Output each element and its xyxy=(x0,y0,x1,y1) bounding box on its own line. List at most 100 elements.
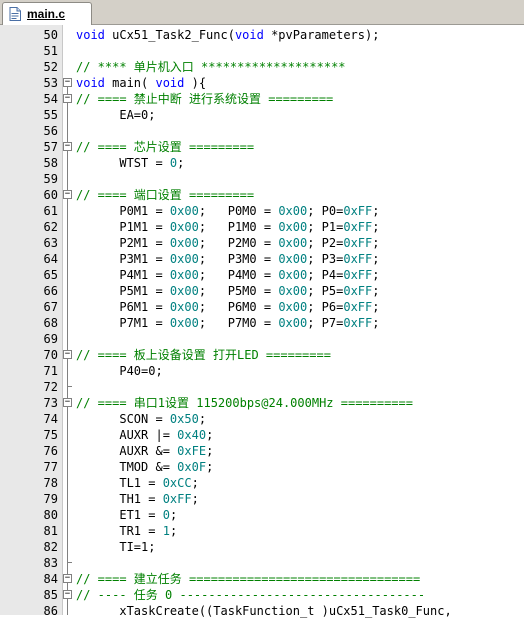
code-line[interactable]: 56 xyxy=(0,123,524,139)
code-line[interactable]: 55 EA=0; xyxy=(0,107,524,123)
code-line[interactable]: 51 xyxy=(0,43,524,59)
code-line[interactable]: 78 TL1 = 0xCC; xyxy=(0,475,524,491)
code-token: ; P7= xyxy=(307,316,344,330)
keyword-token: void xyxy=(155,76,185,90)
code-line[interactable]: 79 TH1 = 0xFF; xyxy=(0,491,524,507)
code-text: // ==== 端口设置 ========= xyxy=(76,187,254,203)
code-line[interactable]: 68 P7M1 = 0x00; P7M0 = 0x00; P7=0xFF; xyxy=(0,315,524,331)
number-token: 1 xyxy=(162,524,170,538)
code-line[interactable]: 80 ET1 = 0; xyxy=(0,507,524,523)
code-text: TI=1; xyxy=(76,539,155,555)
fold-guide xyxy=(67,83,68,615)
number-token: 0x00 xyxy=(278,268,308,282)
code-line[interactable]: 75 AUXR |= 0x40; xyxy=(0,427,524,443)
number-token: 0xFF xyxy=(343,284,373,298)
code-line[interactable]: 74 SCON = 0x50; xyxy=(0,411,524,427)
code-text: P0M1 = 0x00; P0M0 = 0x00; P0=0xFF; xyxy=(76,203,379,219)
number-token: 0xFF xyxy=(162,492,192,506)
code-line[interactable]: 59 xyxy=(0,171,524,187)
fold-minus-icon[interactable]: − xyxy=(63,349,72,359)
line-number: 81 xyxy=(43,524,58,538)
code-line[interactable]: 67 P6M1 = 0x00; P6M0 = 0x00; P6=0xFF; xyxy=(0,299,524,315)
code-text: P7M1 = 0x00; P7M0 = 0x00; P7=0xFF; xyxy=(76,315,379,331)
code-line[interactable]: 72 xyxy=(0,379,524,395)
code-line[interactable]: 71 P40=0; xyxy=(0,363,524,379)
code-line[interactable]: 76 AUXR &= 0xFE; xyxy=(0,443,524,459)
number-token: 0x00 xyxy=(278,204,308,218)
comment-token: // ==== 建立任务 ===========================… xyxy=(76,572,421,586)
comment-token: // ==== 禁止中断 进行系统设置 ========= xyxy=(76,92,334,106)
line-number: 82 xyxy=(43,540,58,554)
code-line[interactable]: 60// ==== 端口设置 ========= xyxy=(0,187,524,203)
line-number: 83 xyxy=(43,556,58,570)
line-number: 51 xyxy=(43,44,58,58)
code-line[interactable]: 73// ==== 串口1设置 115200bps@24.000MHz ====… xyxy=(0,395,524,411)
line-number: 55 xyxy=(43,108,58,122)
code-token: AUXR &= xyxy=(76,444,178,458)
code-line[interactable]: 58 WTST = 0; xyxy=(0,155,524,171)
editor-tab-bar: main.c xyxy=(0,0,524,25)
code-line[interactable]: 52// **** 单片机入口 ******************** xyxy=(0,59,524,75)
code-token: ; xyxy=(372,284,380,298)
code-token: TH1 = xyxy=(76,492,163,506)
line-number: 84 xyxy=(43,572,58,586)
code-text: P4M1 = 0x00; P4M0 = 0x00; P4=0xFF; xyxy=(76,267,379,283)
number-token: 0x00 xyxy=(169,252,199,266)
number-token: 0x00 xyxy=(169,268,199,282)
code-text: P40=0; xyxy=(76,363,163,379)
code-line[interactable]: 81 TR1 = 1; xyxy=(0,523,524,539)
code-line[interactable]: 62 P1M1 = 0x00; P1M0 = 0x00; P1=0xFF; xyxy=(0,219,524,235)
code-token: P40=0; xyxy=(76,364,163,378)
line-number: 62 xyxy=(43,220,58,234)
code-token: TL1 = xyxy=(76,476,163,490)
code-token: ; P5M0 = xyxy=(198,284,279,298)
fold-minus-icon[interactable]: − xyxy=(63,589,72,599)
code-text: TR1 = 1; xyxy=(76,523,177,539)
code-token: ; xyxy=(372,252,380,266)
code-token: TMOD &= xyxy=(76,460,178,474)
code-text: // ---- 任务 0 ---------------------------… xyxy=(76,587,425,603)
code-line[interactable]: 84 // ==== 建立任务 =========================… xyxy=(0,571,524,587)
code-line[interactable]: 64 P3M1 = 0x00; P3M0 = 0x00; P3=0xFF; xyxy=(0,251,524,267)
code-line[interactable]: 66 P5M1 = 0x00; P5M0 = 0x00; P5=0xFF; xyxy=(0,283,524,299)
code-line[interactable]: 82 TI=1; xyxy=(0,539,524,555)
number-token: 0 xyxy=(169,156,178,170)
line-number: 76 xyxy=(43,444,58,458)
code-line[interactable]: 69 xyxy=(0,331,524,347)
fold-minus-icon[interactable]: − xyxy=(63,573,72,583)
code-line[interactable]: 70// ==== 板上设备设置 打开LED ========= xyxy=(0,347,524,363)
code-token: AUXR |= xyxy=(76,428,178,442)
code-line[interactable]: 54// ==== 禁止中断 进行系统设置 ========= xyxy=(0,91,524,107)
tab-main-c[interactable]: main.c xyxy=(2,2,92,25)
code-token: EA=0; xyxy=(76,108,156,122)
fold-minus-icon[interactable]: − xyxy=(63,189,72,199)
code-token: ; P6= xyxy=(307,300,344,314)
code-text: // ==== 建立任务 ===========================… xyxy=(76,571,420,587)
code-token: main( xyxy=(104,76,156,90)
code-token: *pvParameters); xyxy=(263,28,380,42)
fold-minus-icon[interactable]: − xyxy=(63,141,72,151)
fold-minus-icon[interactable]: − xyxy=(63,93,72,103)
code-line[interactable]: 86 xTaskCreate((TaskFunction_t )uCx51_Ta… xyxy=(0,603,524,619)
code-line[interactable]: 83 xyxy=(0,555,524,571)
code-line[interactable]: 63 P2M1 = 0x00; P2M0 = 0x00; P2=0xFF; xyxy=(0,235,524,251)
code-line[interactable]: 61 P0M1 = 0x00; P0M0 = 0x00; P0=0xFF; xyxy=(0,203,524,219)
code-token: ; P5= xyxy=(307,284,344,298)
code-line[interactable]: 57// ==== 芯片设置 ========= xyxy=(0,139,524,155)
code-line[interactable]: 65 P4M1 = 0x00; P4M0 = 0x00; P4=0xFF; xyxy=(0,267,524,283)
line-number: 53 xyxy=(43,76,58,90)
code-token: ; P6M0 = xyxy=(198,300,279,314)
fold-minus-icon[interactable]: − xyxy=(63,397,72,407)
code-token: uCx51_Task2_Func( xyxy=(104,28,235,42)
code-text: // ==== 串口1设置 115200bps@24.000MHz ======… xyxy=(76,395,413,411)
code-line[interactable]: 85// ---- 任务 0 -------------------------… xyxy=(0,587,524,603)
code-token: ; xyxy=(372,204,380,218)
code-token: ; xyxy=(372,236,380,250)
number-token: 0x00 xyxy=(169,220,199,234)
code-line[interactable]: 77 TMOD &= 0x0F; xyxy=(0,459,524,475)
code-text: P2M1 = 0x00; P2M0 = 0x00; P2=0xFF; xyxy=(76,235,379,251)
fold-minus-icon[interactable]: − xyxy=(63,77,72,87)
